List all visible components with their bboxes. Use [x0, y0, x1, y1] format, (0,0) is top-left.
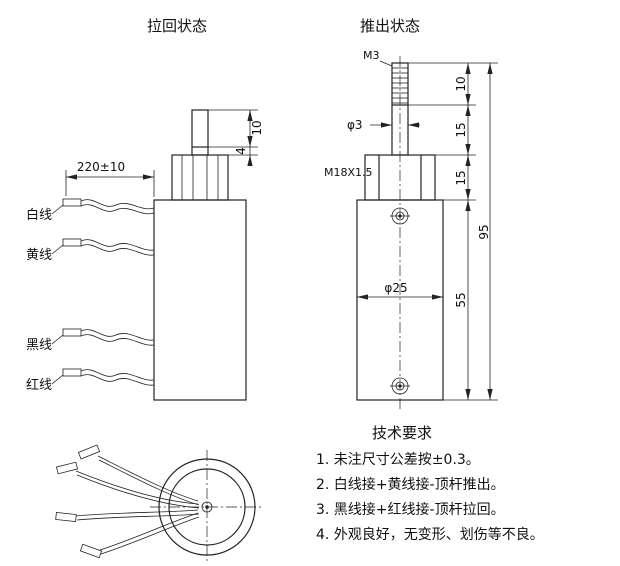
wire-white [62, 198, 155, 215]
retracted-body [153, 199, 247, 401]
retracted-rod-dimensions: 10 4 [208, 109, 264, 166]
bottom-wire-3 [55, 509, 200, 522]
tech-requirement-1: 1. 未注尺寸公差按±0.3。 [316, 452, 480, 468]
callout-body-diameter: φ25 [384, 281, 407, 295]
wire-yellow [62, 238, 155, 256]
wire-length-dimension: 220±10 [65, 160, 155, 197]
lead-wires [62, 198, 155, 386]
bottom-inner-circle [168, 468, 246, 546]
tech-requirements-title: 技术要求 [372, 424, 432, 442]
tech-requirement-3: 3. 黑线接+红线接-顶杆拉回。 [316, 501, 505, 518]
dim-segment-2: 15 [454, 122, 468, 137]
rod-diameter-dimension: φ3 [347, 118, 420, 132]
retracted-rod [191, 109, 209, 156]
dim-wire-length: 220±10 [77, 160, 125, 174]
wire-label-red: 红线 [26, 377, 52, 393]
tech-requirement-2: 2. 白线接+黄线接-顶杆推出。 [316, 476, 505, 493]
bottom-view [55, 444, 264, 563]
retracted-view: 10 4 220±10 [26, 109, 264, 401]
wire-label-yellow: 黄线 [26, 248, 52, 263]
technical-requirements: 技术要求 1. 未注尺寸公差按±0.3。 2. 白线接+黄线接-顶杆推出。 3.… [316, 424, 544, 543]
extended-body [356, 199, 444, 401]
dim-segment-1: 10 [454, 76, 468, 91]
retracted-nut [171, 154, 229, 201]
wire-label-white: 白线 [26, 207, 52, 223]
bottom-wire-1 [77, 444, 200, 506]
bottom-center-hole [201, 501, 213, 513]
view-title-retracted: 拉回状态 [147, 17, 207, 35]
dim-rod-lower: 4 [234, 147, 248, 155]
body-diameter-dimension: φ25 [357, 281, 443, 300]
wire-red [62, 368, 155, 386]
bottom-wire-4 [79, 512, 200, 559]
height-dimension-chain: 10 15 15 55 95 [408, 62, 498, 401]
screw-hole-bottom [390, 377, 410, 395]
bottom-wires [55, 444, 200, 559]
callout-mount-thread: M18X1.5 [324, 166, 373, 179]
dim-rod-upper: 10 [250, 120, 264, 135]
callout-m3: M3 [363, 49, 380, 62]
thread-ticks [392, 67, 408, 104]
wire-black [62, 328, 155, 346]
bottom-outer-circle [158, 458, 256, 556]
bottom-wire-2 [55, 461, 200, 509]
screw-hole-top [390, 207, 410, 225]
wire-labels: 白线 黄线 黑线 红线 [26, 204, 64, 393]
callout-rod-diameter: φ3 [347, 118, 363, 132]
dim-segment-3: 15 [454, 170, 468, 185]
wire-label-black: 黑线 [26, 338, 52, 353]
dim-segment-4: 55 [454, 292, 468, 307]
dim-total-height: 95 [477, 224, 491, 239]
tech-requirement-4: 4. 外观良好，无变形、划伤等不良。 [316, 526, 544, 543]
extended-view: M3 φ3 M18X1.5 φ25 [324, 49, 498, 412]
view-title-extended: 推出状态 [360, 17, 420, 35]
